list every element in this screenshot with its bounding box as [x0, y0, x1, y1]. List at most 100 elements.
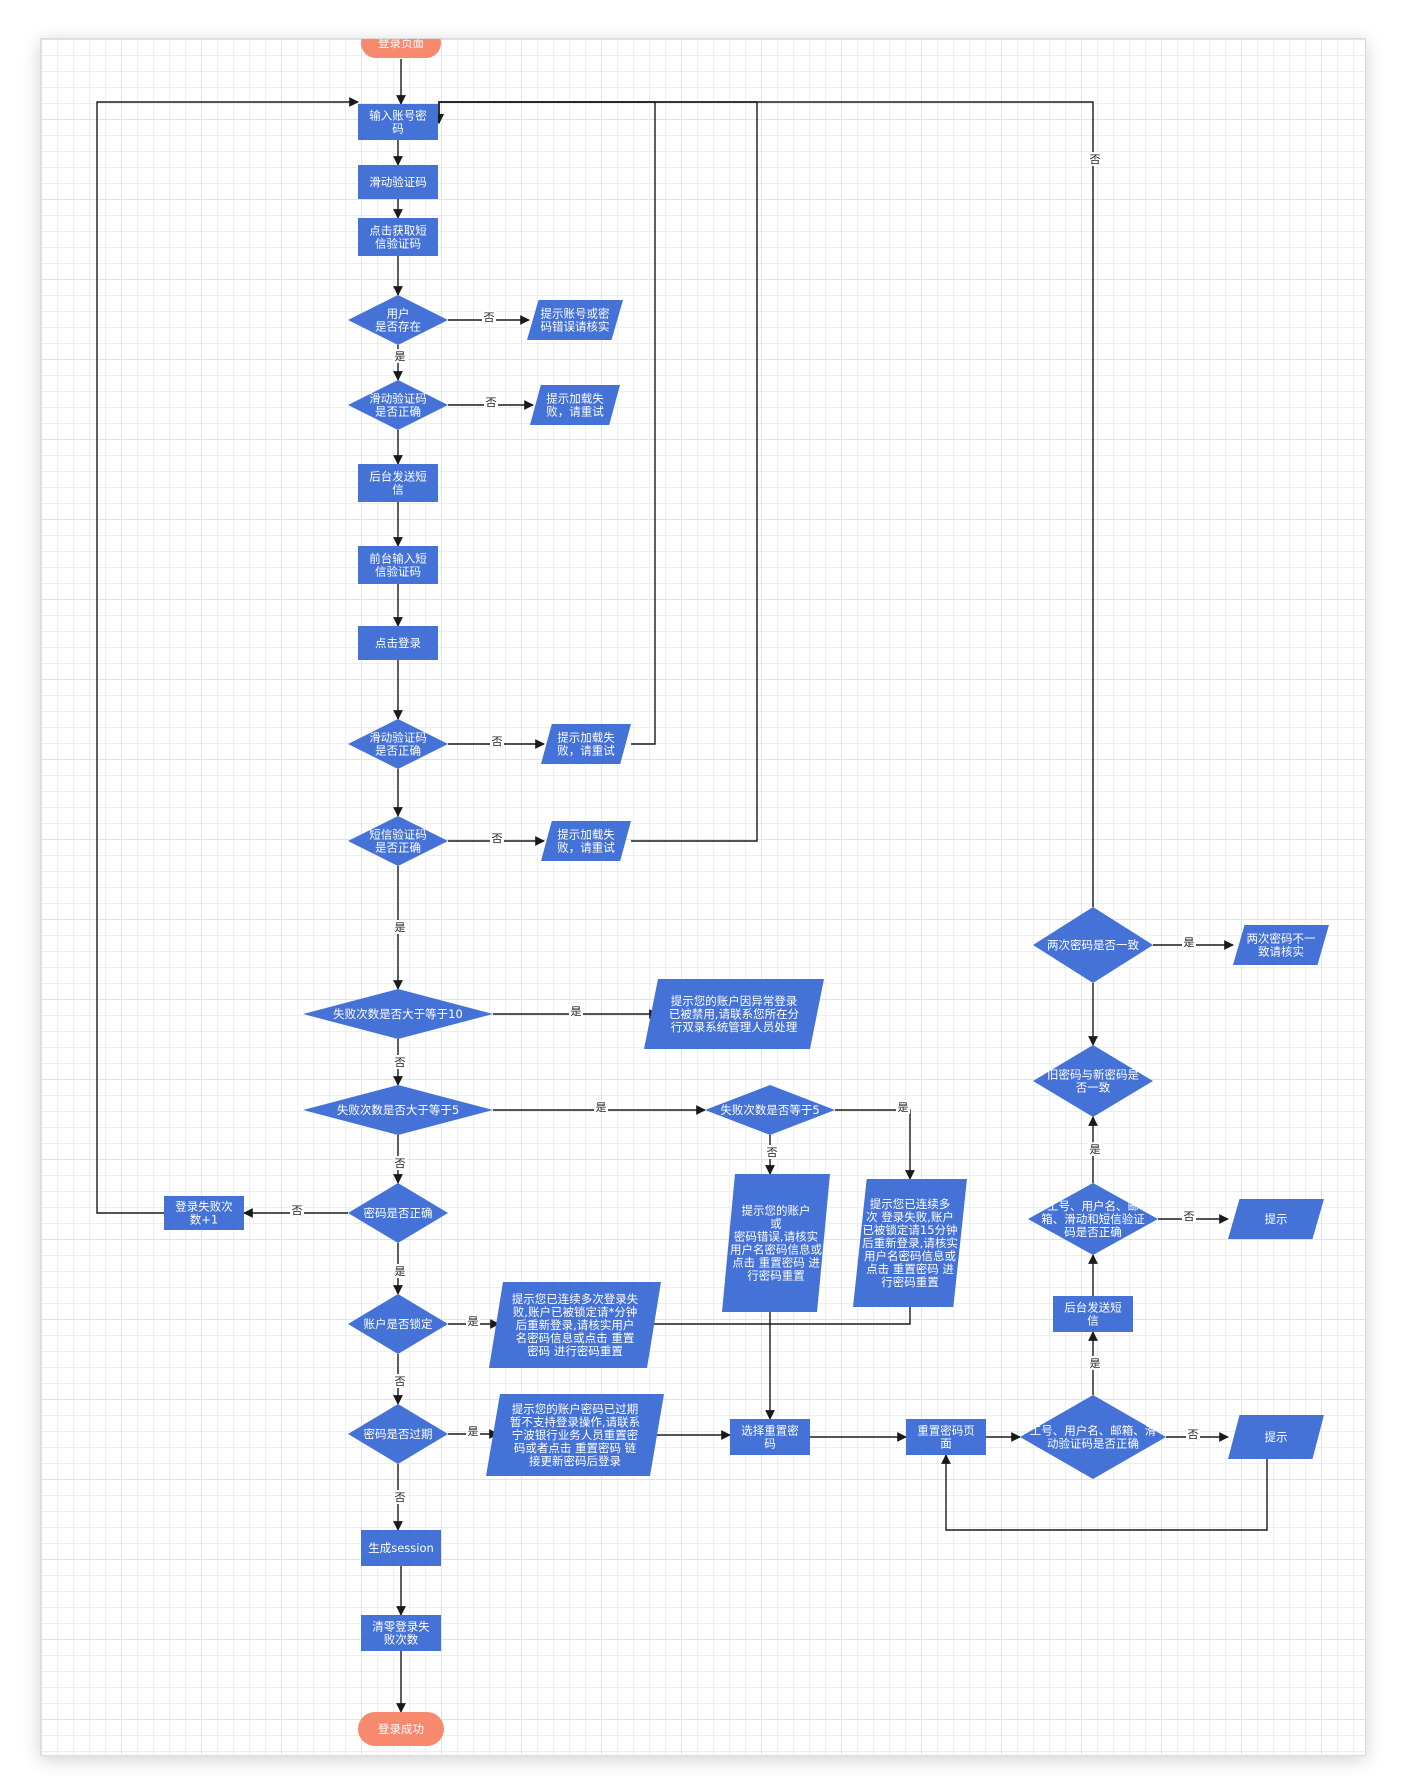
node-p4-text: 败，请重试	[557, 841, 615, 855]
node-p7-text: 后重新登录,请核实	[862, 1236, 958, 1250]
node-p6-text: 点击 重置密码 进	[732, 1256, 820, 1270]
node-d8[interactable]: 密码是否正确	[348, 1183, 448, 1243]
e-d10-n11-label-bg	[393, 1490, 407, 1504]
e-d6-d7-label-bg	[594, 1100, 608, 1114]
node-p6-text: 行密码重置	[747, 1269, 805, 1283]
node-d14[interactable]: 两次密码是否一致	[1033, 907, 1153, 983]
node-n9-shape	[906, 1419, 986, 1455]
node-n8-text: 码	[764, 1437, 776, 1451]
node-p7[interactable]: 提示您已连续多次 登录失败,账户已被锁定请15分钟后重新登录,请核实用户名密码信…	[853, 1179, 967, 1307]
node-d12-shape	[1028, 1183, 1158, 1255]
node-p9-text: 提示您的账户密码已过期	[512, 1402, 639, 1416]
e-d11-p10-label: 否	[1188, 1428, 1199, 1441]
e-d4-d5-label: 是	[395, 921, 406, 934]
node-p2-text: 提示加载失	[546, 392, 604, 406]
node-p9[interactable]: 提示您的账户密码已过期暂不支持登录操作,请联系宁波银行业务人员重置密码或者点击 …	[486, 1394, 664, 1476]
e-d1-p1-label-bg	[482, 310, 496, 324]
node-n3-shape	[358, 218, 438, 256]
node-p8-text: 提示您已连续多次登录失	[512, 1292, 639, 1306]
node-n4-text: 后台发送短	[369, 470, 427, 484]
node-start-shape	[361, 39, 441, 58]
node-p11[interactable]: 提示	[1228, 1199, 1324, 1239]
e-d7-p7-label: 是	[898, 1101, 909, 1114]
node-d4-shape	[348, 816, 448, 866]
node-p7-text: 用户名密码信息或	[864, 1249, 956, 1263]
node-p7-shape	[853, 1179, 967, 1307]
node-p9-text: 码或者点击 重置密码 链	[514, 1441, 637, 1455]
node-n11[interactable]: 生成session	[361, 1530, 441, 1566]
node-d5-text: 失败次数是否大于等于10	[333, 1007, 463, 1021]
node-d6[interactable]: 失败次数是否大于等于5	[303, 1085, 493, 1135]
e-d9-d10-label-bg	[393, 1374, 407, 1388]
node-p3-shape	[541, 724, 631, 764]
node-p6-text: 或	[770, 1217, 782, 1231]
node-d7[interactable]: 失败次数是否等于5	[705, 1085, 835, 1135]
e-d7-p6-label-bg	[765, 1145, 779, 1159]
node-n6-shape	[358, 626, 438, 660]
node-start[interactable]: 登录页面	[361, 39, 441, 58]
e-d6-d8-label-bg	[393, 1156, 407, 1170]
flowchart-canvas: 登录页面输入账号密码滑动验证码点击获取短信验证码用户是否存在提示账号或密码错误请…	[40, 38, 1366, 1756]
e-d7-p6-label: 否	[767, 1146, 778, 1159]
node-d9[interactable]: 账户是否锁定	[348, 1294, 448, 1354]
node-d5[interactable]: 失败次数是否大于等于10	[303, 989, 493, 1039]
node-n2-text: 滑动验证码	[369, 175, 427, 189]
node-p8-text: 密码 进行密码重置	[527, 1344, 623, 1358]
node-n6[interactable]: 点击登录	[358, 626, 438, 660]
node-d3-shape	[348, 719, 448, 769]
node-n4-shape	[358, 464, 438, 502]
node-p10[interactable]: 提示	[1228, 1415, 1324, 1459]
node-p7-text: 提示您已连续多	[870, 1197, 951, 1211]
node-n2-shape	[358, 165, 438, 199]
node-d10[interactable]: 密码是否过期	[348, 1404, 448, 1464]
node-n2[interactable]: 滑动验证码	[358, 165, 438, 199]
node-p8[interactable]: 提示您已连续多次登录失败,账户已被锁定请*分钟后重新登录,请核实用户名密码信息或…	[489, 1282, 661, 1368]
node-n12-shape	[361, 1615, 441, 1651]
node-end[interactable]: 登录成功	[358, 1712, 444, 1746]
e-d14-n1-label-bg	[1088, 152, 1102, 166]
node-n12-text: 清零登录失	[372, 1620, 430, 1634]
node-p9-shape	[486, 1394, 664, 1476]
e-d14-n1-connector	[434, 101, 1094, 907]
e-d5-p5-label: 是	[571, 1005, 582, 1018]
node-d3-text: 滑动验证码	[369, 731, 427, 745]
e-d11-n10-label: 是	[1090, 1357, 1101, 1370]
e-d3-p3-label: 否	[492, 735, 503, 748]
node-p12-shape	[1233, 925, 1329, 965]
e-d1-d2-label: 是	[395, 350, 406, 363]
node-p2-text: 败，请重试	[546, 405, 604, 419]
node-p4-shape	[541, 821, 631, 861]
e-d12-d13-label-bg	[1088, 1142, 1102, 1156]
node-d6-shape	[303, 1085, 493, 1135]
node-p1-text: 码错误请核实	[541, 320, 610, 334]
flowchart: 登录页面输入账号密码滑动验证码点击获取短信验证码用户是否存在提示账号或密码错误请…	[96, 39, 1329, 1746]
node-n6-text: 点击登录	[375, 636, 421, 650]
node-d11-shape	[1020, 1395, 1166, 1479]
node-d10-text: 密码是否过期	[364, 1427, 433, 1441]
node-p8-text: 名密码信息或点击 重置	[516, 1331, 635, 1345]
e-n7-n1-connector	[96, 97, 359, 1214]
